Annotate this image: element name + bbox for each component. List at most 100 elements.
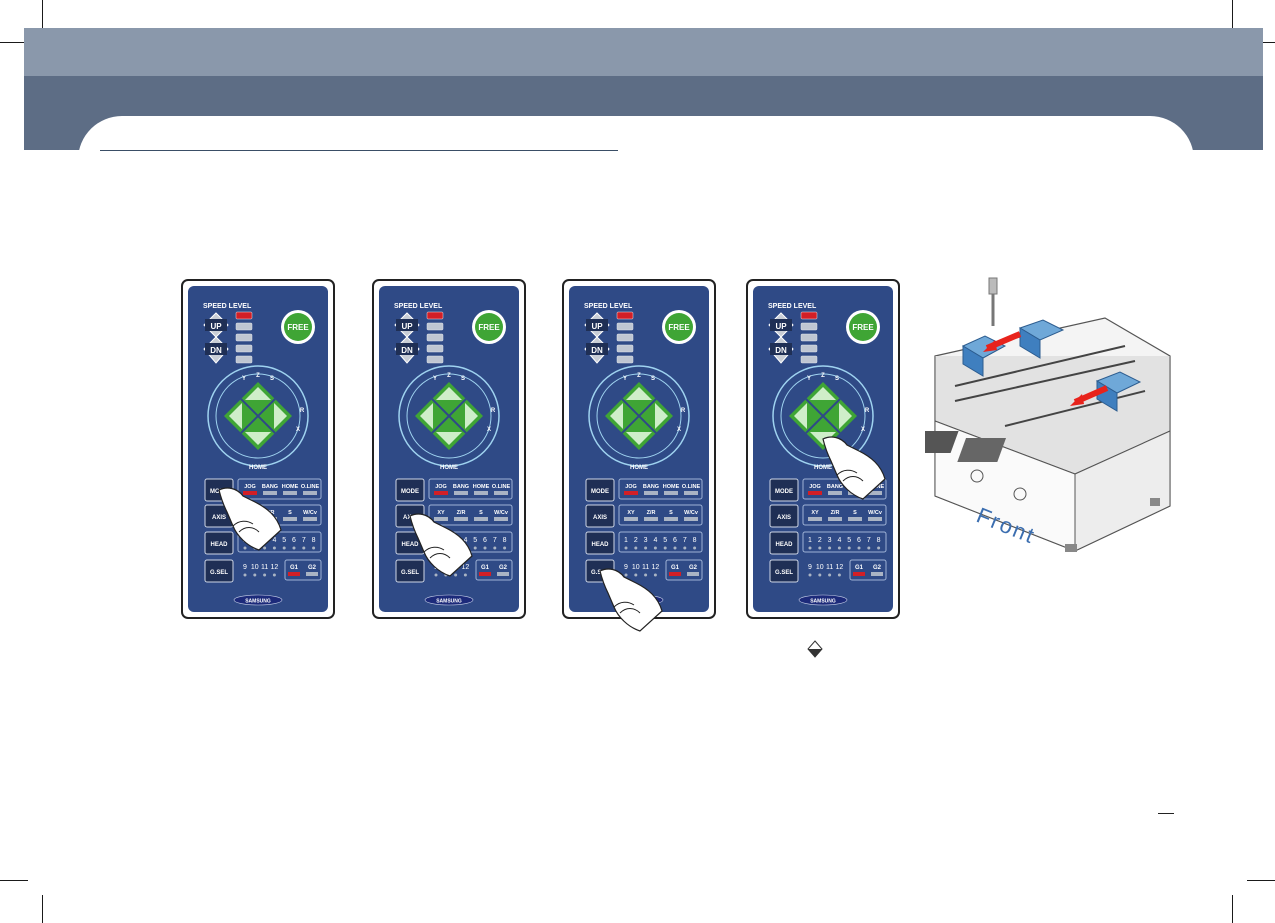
axis-label: Z/R — [647, 510, 656, 516]
brand-logo — [233, 594, 283, 606]
group-led — [669, 572, 681, 576]
mode-row-box — [618, 478, 703, 500]
axis-led — [303, 517, 317, 521]
group-row-box — [849, 559, 887, 581]
group-led — [306, 572, 318, 576]
dpad-ring-inner — [596, 373, 682, 459]
mode-label: O.LINE — [682, 484, 701, 490]
mode-led — [263, 491, 277, 495]
left-button-label: HEAD — [775, 542, 793, 548]
head-led — [837, 573, 841, 577]
speed-level-label: SPEED LEVEL — [584, 303, 633, 310]
axis-row-box — [802, 504, 887, 526]
speed-level-label: SPEED LEVEL — [203, 303, 252, 310]
dpad-down-arrow — [436, 432, 462, 445]
title-rule — [100, 150, 618, 151]
head-label: 7 — [493, 537, 497, 544]
head-led — [663, 546, 667, 550]
axis-led — [434, 517, 448, 521]
group-led — [853, 572, 865, 576]
head-led — [818, 546, 822, 550]
dpad-label-z: Z — [447, 373, 451, 379]
axis-label: S — [669, 510, 673, 516]
mode-label: JOG — [809, 484, 821, 490]
left-button-label: AXIS — [777, 515, 791, 521]
dpad-divider — [805, 398, 841, 434]
dn-label: DN — [775, 346, 787, 355]
head-label: 8 — [877, 537, 881, 544]
head-label: 5 — [663, 537, 667, 544]
head-label: 8 — [693, 537, 697, 544]
axis-label: XY — [627, 510, 635, 516]
group-led — [497, 572, 509, 576]
axis-led — [283, 517, 297, 521]
pointing-hand-icon — [822, 436, 886, 500]
group-label: G2 — [499, 565, 508, 571]
axis-led — [644, 517, 658, 521]
group-led — [479, 572, 491, 576]
group-label: G1 — [671, 565, 680, 571]
machine-illustration: Front — [925, 277, 1171, 552]
brand-label: SAMSUNG — [245, 599, 271, 605]
head-led — [653, 573, 657, 577]
head-label: 6 — [673, 537, 677, 544]
head-led — [493, 546, 497, 550]
axis-led — [868, 517, 882, 521]
head-row-box — [802, 531, 887, 553]
free-button — [475, 313, 503, 341]
dpad-label-y: Y — [433, 376, 437, 382]
mode-led — [494, 491, 508, 495]
dpad-right-arrow — [465, 403, 478, 429]
axis-label: S — [288, 510, 292, 516]
dpad-ring-outer — [772, 365, 874, 467]
mode-label: JOG — [244, 484, 256, 490]
hand-outline — [822, 436, 886, 500]
left-button — [769, 531, 799, 555]
head-label: 7 — [683, 537, 687, 544]
head-led — [683, 546, 687, 550]
dpad-ring-inner — [406, 373, 492, 459]
axis-led — [454, 517, 468, 521]
dpad-label-r: R — [300, 408, 305, 414]
axis-label: Z/R — [831, 510, 840, 516]
left-button — [585, 531, 615, 555]
group-label: G2 — [308, 565, 317, 571]
dpad-label-r: R — [681, 408, 686, 414]
head-label: 5 — [847, 537, 851, 544]
dpad-left-arrow — [794, 403, 807, 429]
dpad-down-arrow — [626, 432, 652, 445]
axis-label: W/Cv — [868, 510, 883, 516]
head-led — [693, 546, 697, 550]
dn-button-face — [770, 343, 792, 355]
dpad-label-s: S — [835, 376, 839, 382]
hand-fingers — [232, 520, 260, 533]
dpad-left-arrow — [610, 403, 623, 429]
head-label: 6 — [292, 537, 296, 544]
left-button-label: AXIS — [593, 515, 607, 521]
dpad-label-y: Y — [807, 376, 811, 382]
up-button-face — [586, 319, 608, 331]
left-button — [585, 504, 615, 528]
left-button-label: MODE — [401, 489, 419, 495]
head-led — [263, 546, 267, 550]
head-led — [867, 546, 871, 550]
free-button — [284, 313, 312, 341]
mode-label: BANG — [643, 484, 659, 490]
group-row-box — [475, 559, 513, 581]
mode-led — [474, 491, 488, 495]
header-band-light — [24, 28, 1263, 76]
head-led — [634, 573, 638, 577]
head-led — [292, 546, 296, 550]
head-label: 2 — [818, 537, 822, 544]
head-label: 6 — [483, 537, 487, 544]
head-led — [454, 573, 458, 577]
head-label: 8 — [312, 537, 316, 544]
head-label: 11 — [642, 564, 649, 571]
axis-label: S — [479, 510, 483, 516]
pointing-hand-icon — [218, 487, 282, 551]
head-label: 12 — [652, 564, 660, 571]
head-label: 10 — [632, 564, 640, 571]
head-led — [272, 573, 276, 577]
dpad-ring-outer — [588, 365, 690, 467]
hand-outline — [409, 513, 473, 577]
